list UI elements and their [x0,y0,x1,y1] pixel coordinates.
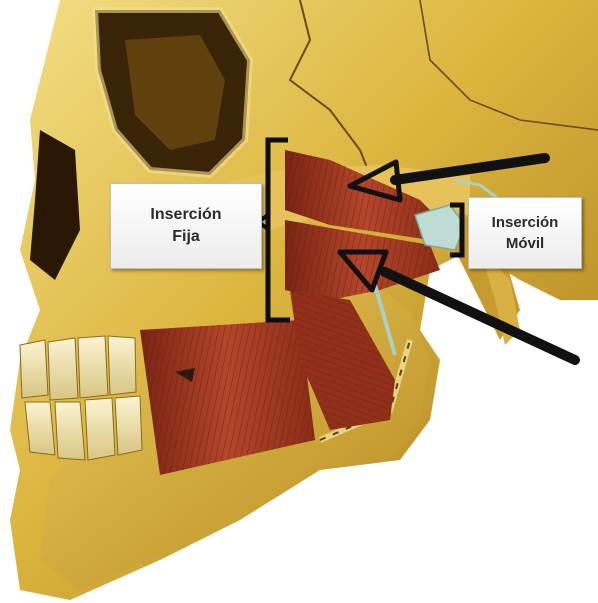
tooth [108,336,136,395]
tooth [78,336,108,398]
fixed-insertion-label: Inserción Fija [110,183,262,269]
tooth [20,340,48,398]
fixed-insertion-label-line2: Fija [172,226,200,248]
tooth [55,402,85,460]
mobile-insertion-label-line2: Móvil [506,233,544,254]
fixed-insertion-label-line1: Inserción [150,204,221,226]
tooth [85,398,115,460]
mobile-insertion-label-line1: Inserción [492,212,559,233]
mobile-insertion-label: Inserción Móvil [468,197,582,269]
tooth [115,396,142,455]
tooth [25,402,55,455]
tooth [48,338,78,400]
